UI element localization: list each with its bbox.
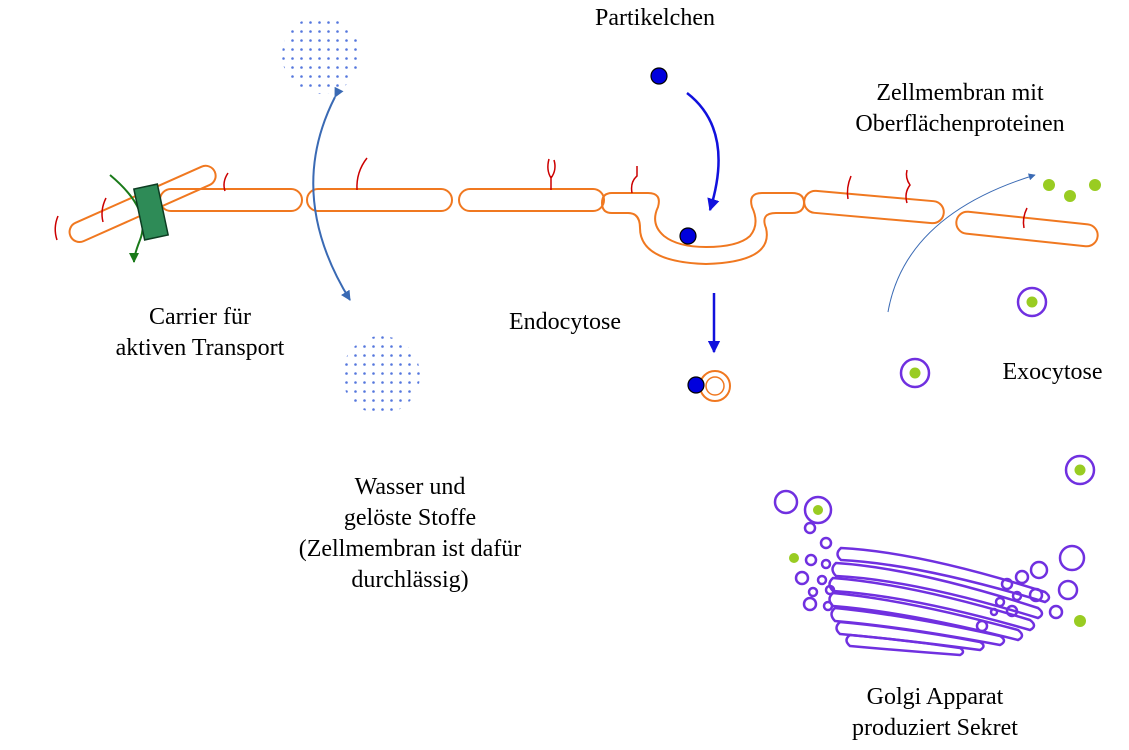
golgi-vesicle <box>1048 604 1064 620</box>
solute-cloud-top <box>282 16 360 94</box>
label-exocytosis-text: Exocytose <box>1002 359 1103 385</box>
label-membrane-line2: Oberflächenproteinen <box>855 111 1065 137</box>
diffusion-arrow <box>312 86 351 301</box>
golgi-vesicle <box>819 536 833 550</box>
golgi-vesicle <box>822 600 834 612</box>
label-particles-text: Partikelchen <box>595 5 715 31</box>
golgi-cisterna <box>835 620 985 652</box>
golgi-vesicle <box>1029 560 1049 580</box>
golgi-vesicle <box>803 495 833 525</box>
golgi-secretion <box>813 505 823 515</box>
golgi-vesicle <box>1058 544 1086 572</box>
golgi-vesicle <box>807 586 819 598</box>
surface-protein <box>846 175 852 200</box>
secretory-vesicle <box>899 357 931 389</box>
label-carrier-line1: Carrier für <box>149 304 251 330</box>
label-endocytosis-text: Endocytose <box>509 309 621 335</box>
golgi-cisterna <box>831 561 1044 620</box>
surface-protein <box>54 215 59 241</box>
golgi-vesicle <box>1014 569 1030 585</box>
endocytosis-invagination <box>600 192 806 266</box>
golgi-vesicle <box>989 607 999 617</box>
secretion-particle <box>1064 190 1076 202</box>
label-water: Wasser und gelöste Stoffe (Zellmembran i… <box>270 472 550 596</box>
label-membrane-line1: Zellmembran mit <box>876 80 1044 106</box>
exocytosis-arrow <box>887 173 1036 313</box>
surface-proteins <box>54 157 1028 241</box>
particle-in-pit <box>679 227 697 245</box>
label-exocytosis: Exocytose <box>975 357 1129 388</box>
solute-cloud-bottom <box>342 336 420 414</box>
label-carrier: Carrier für aktiven Transport <box>90 302 310 364</box>
surface-protein <box>101 197 107 223</box>
golgi-vesicles <box>773 489 1086 633</box>
membrane-segment <box>803 189 945 225</box>
golgi-vesicle <box>794 570 810 586</box>
secretory-vesicle <box>1016 286 1048 318</box>
golgi-vesicle <box>1011 590 1023 602</box>
surface-protein <box>547 158 556 190</box>
golgi-secretion <box>789 553 799 563</box>
label-water-line2: gelöste Stoffe <box>343 505 477 531</box>
membrane-segment <box>458 188 605 212</box>
label-water-line1: Wasser und <box>354 474 466 500</box>
golgi-vesicle <box>803 521 817 535</box>
golgi-vesicle <box>816 574 828 586</box>
golgi-vesicle <box>994 596 1006 608</box>
label-particles: Partikelchen <box>570 3 740 34</box>
golgi-vesicle <box>1028 587 1044 603</box>
golgi-vesicle <box>802 596 818 612</box>
label-endocytosis: Endocytose <box>480 307 650 338</box>
golgi-secretion <box>1074 615 1086 627</box>
membrane-segment <box>955 210 1099 248</box>
golgi-apparatus <box>828 546 1051 657</box>
label-golgi: Golgi Apparat produziert Sekret <box>820 682 1050 744</box>
carrier-arrow <box>109 174 144 263</box>
golgi-vesicle <box>1000 577 1014 591</box>
carrier-block <box>132 183 170 241</box>
diffusion <box>282 16 420 414</box>
secretion-particle <box>1089 179 1101 191</box>
cell-membrane <box>68 164 1099 266</box>
exocytosis <box>887 173 1101 486</box>
golgi-vesicle <box>824 584 836 596</box>
membrane-segment <box>159 188 303 212</box>
carrier-protein <box>109 174 170 263</box>
golgi-vesicle <box>1057 579 1079 601</box>
label-golgi-line2: produziert Sekret <box>852 715 1018 741</box>
label-carrier-line2: aktiven Transport <box>115 335 285 361</box>
particle-in-vesicle <box>687 376 705 394</box>
label-water-line3: (Zellmembran ist dafür <box>298 536 522 562</box>
membrane-segment <box>306 188 453 212</box>
golgi-vesicle <box>820 558 832 570</box>
secretion-particle <box>1043 179 1055 191</box>
surface-protein <box>1022 207 1028 229</box>
label-golgi-line1: Golgi Apparat <box>866 684 1004 710</box>
surface-protein <box>356 157 368 191</box>
golgi-vesicle <box>773 489 799 515</box>
surface-protein <box>905 169 911 204</box>
golgi-cisterna <box>836 546 1051 604</box>
surface-protein <box>630 166 638 194</box>
golgi-cisterna <box>830 606 1006 647</box>
golgi-vesicle <box>975 619 989 633</box>
secretory-vesicle <box>1064 454 1096 486</box>
golgi-vesicle <box>804 553 818 567</box>
label-membrane: Zellmembran mit Oberflächenproteinen <box>830 78 1090 140</box>
golgi-vesicle <box>1005 604 1019 618</box>
particle <box>650 67 668 85</box>
endocytosis <box>650 67 731 402</box>
endocytosis-arrow-in <box>686 92 720 212</box>
endosome-inner <box>705 376 725 396</box>
label-water-line4: durchlässig) <box>351 567 469 593</box>
surface-protein <box>223 172 229 192</box>
golgi-cisterna <box>845 633 965 657</box>
